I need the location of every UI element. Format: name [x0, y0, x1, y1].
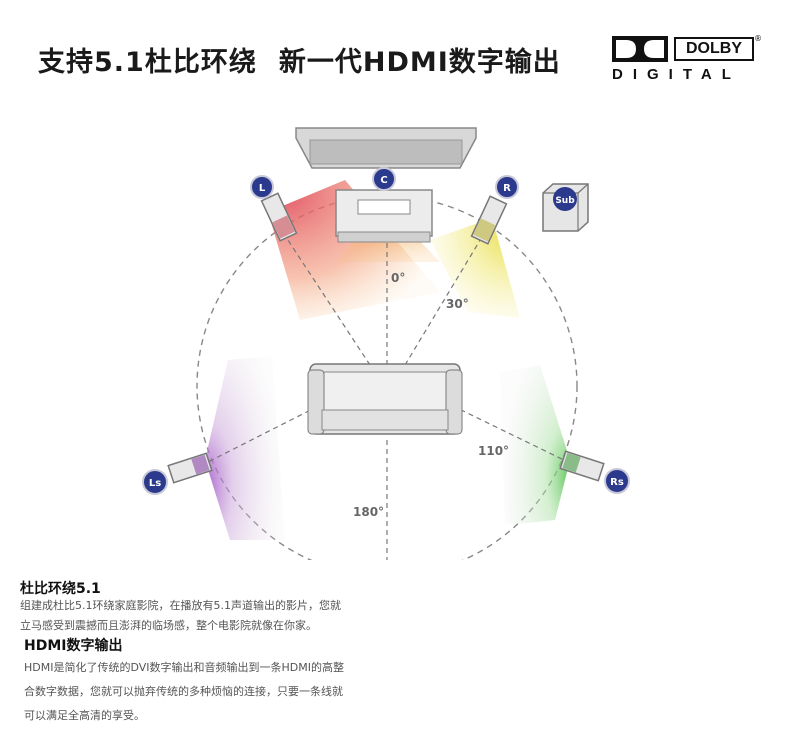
center-speaker — [335, 189, 433, 243]
digital-wordmark: DIGITAL — [612, 66, 741, 83]
subwoofer: Sub — [542, 183, 589, 232]
dolby-body-line-2: 立马感受到震撼而且澎湃的临场感，整个电影院就像在你家。 — [20, 619, 317, 632]
front-left-speaker — [260, 192, 298, 242]
sub-badge — [553, 187, 577, 211]
dolby-body-line-1: 组建成杜比5.1环绕家庭影院，在播放有5.1声道输出的影片，您就 — [20, 599, 341, 612]
sofa — [307, 363, 463, 435]
badge-center: C — [372, 167, 396, 191]
hdmi-body-line-2: 合数字数据，您就可以抛弃传统的多种烦恼的连接，只要一条线就 — [24, 685, 343, 698]
title-part-surround: 支持5.1杜比环绕 — [38, 47, 257, 78]
badge-left: L — [250, 175, 274, 199]
badge-rs-label: Rs — [610, 477, 624, 488]
rs-sound-beam — [500, 365, 570, 525]
angle-label-180: 180° — [353, 505, 384, 519]
badge-right-label: R — [503, 183, 511, 194]
dolby-section-heading: 杜比环绕5.1 — [20, 581, 101, 597]
dolby-section-body: 组建成杜比5.1环绕家庭影院，在播放有5.1声道输出的影片，您就 立马感受到震撼… — [20, 596, 420, 636]
surround-left-speaker — [167, 452, 213, 484]
badge-ls-label: Ls — [149, 478, 161, 489]
badge-surround-left: Ls — [142, 469, 168, 495]
hdmi-section-body: HDMI是简化了传统的DVI数字输出和音频输出到一条HDMI的高整 合数字数据，… — [24, 656, 424, 728]
badge-surround-right: Rs — [604, 468, 630, 494]
dolby-wordmark: DOLBY — [674, 37, 754, 61]
hdmi-section-heading: HDMI数字输出 — [24, 638, 123, 654]
angle-label-0: 0° — [391, 271, 405, 285]
dolby-digital-logo: DOLBY ® DIGITAL — [612, 34, 762, 86]
right-sound-beam — [430, 218, 520, 318]
title-part-hdmi: 新一代HDMI数字输出 — [278, 47, 561, 78]
front-right-speaker — [470, 195, 508, 245]
hdmi-body-line-3: 可以满足全高清的享受。 — [24, 709, 145, 722]
double-d-icon — [612, 36, 668, 62]
page-title: 支持5.1杜比环绕新一代HDMI数字输出 — [38, 40, 561, 79]
registered-mark: ® — [754, 34, 762, 43]
badge-right: R — [495, 175, 519, 199]
angle-label-110: 110° — [478, 444, 509, 458]
tv-screen — [295, 127, 477, 169]
angle-label-30: 30° — [446, 297, 469, 311]
surround-right-speaker — [559, 450, 605, 482]
badge-center-label: C — [380, 175, 387, 186]
hdmi-body-line-1: HDMI是简化了传统的DVI数字输出和音频输出到一条HDMI的高整 — [24, 661, 344, 674]
sub-label: Sub — [555, 196, 575, 206]
surround-layout-diagram: Sub L C R Ls Rs 0° 30° 110° 180° — [142, 127, 630, 560]
badge-left-label: L — [259, 183, 266, 194]
ls-sound-beam — [205, 356, 285, 540]
